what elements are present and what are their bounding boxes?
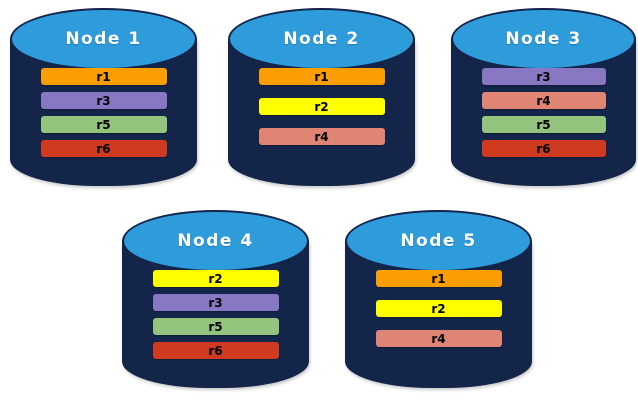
node-title: Node 4 — [177, 230, 254, 251]
database-node-3[interactable]: Node 3 r3 r4 r5 r6 — [451, 8, 636, 186]
record-bar-r5[interactable]: r5 — [481, 116, 606, 133]
record-bar-r1[interactable]: r1 — [40, 68, 167, 85]
cylinder-top-ellipse: Node 3 — [451, 8, 636, 70]
record-list: r1 r3 r5 r6 — [10, 68, 197, 157]
record-bar-r6[interactable]: r6 — [152, 342, 279, 359]
record-bar-r2[interactable]: r2 — [375, 300, 502, 317]
cylinder-top-ellipse: Node 5 — [345, 210, 532, 272]
record-label: r6 — [536, 141, 551, 156]
record-bar-r3[interactable]: r3 — [152, 294, 279, 311]
record-bar-r3[interactable]: r3 — [40, 92, 167, 109]
record-bar-r1[interactable]: r1 — [375, 270, 502, 287]
record-label: r1 — [96, 69, 111, 84]
database-node-1[interactable]: Node 1 r1 r3 r5 r6 — [10, 8, 197, 186]
database-node-5[interactable]: Node 5 r1 r2 r4 — [345, 210, 532, 388]
record-bar-r2[interactable]: r2 — [152, 270, 279, 287]
record-bar-r2[interactable]: r2 — [258, 98, 385, 115]
node-title: Node 5 — [400, 230, 477, 251]
database-node-2[interactable]: Node 2 r1 r2 r4 — [228, 8, 415, 186]
cylinder-body — [122, 241, 309, 388]
record-list: r2 r3 r5 r6 — [122, 270, 309, 359]
record-label: r4 — [431, 331, 446, 346]
record-label: r2 — [208, 271, 223, 286]
record-label: r2 — [314, 99, 329, 114]
record-bar-r4[interactable]: r4 — [375, 330, 502, 347]
record-label: r2 — [431, 301, 446, 316]
record-bar-r5[interactable]: r5 — [40, 116, 167, 133]
record-list: r1 r2 r4 — [345, 270, 532, 347]
record-label: r3 — [208, 295, 223, 310]
node-title: Node 1 — [65, 28, 142, 49]
node-title: Node 3 — [505, 28, 582, 49]
record-bar-r4[interactable]: r4 — [258, 128, 385, 145]
record-label: r1 — [314, 69, 329, 84]
record-bar-r4[interactable]: r4 — [481, 92, 606, 109]
record-bar-r6[interactable]: r6 — [40, 140, 167, 157]
record-list: r1 r2 r4 — [228, 68, 415, 145]
record-bar-r6[interactable]: r6 — [481, 140, 606, 157]
record-list: r3 r4 r5 r6 — [451, 68, 636, 157]
record-bar-r5[interactable]: r5 — [152, 318, 279, 335]
record-label: r1 — [431, 271, 446, 286]
record-label: r4 — [314, 129, 329, 144]
record-bar-r1[interactable]: r1 — [258, 68, 385, 85]
cylinder-top-ellipse: Node 2 — [228, 8, 415, 70]
record-label: r6 — [96, 141, 111, 156]
record-label: r6 — [208, 343, 223, 358]
record-label: r5 — [208, 319, 223, 334]
database-node-4[interactable]: Node 4 r2 r3 r5 r6 — [122, 210, 309, 388]
record-label: r4 — [536, 93, 551, 108]
record-label: r5 — [536, 117, 551, 132]
node-title: Node 2 — [283, 28, 360, 49]
record-label: r3 — [536, 69, 551, 84]
cylinder-top-ellipse: Node 4 — [122, 210, 309, 272]
cylinder-top-ellipse: Node 1 — [10, 8, 197, 70]
record-label: r5 — [96, 117, 111, 132]
record-bar-r3[interactable]: r3 — [481, 68, 606, 85]
record-label: r3 — [96, 93, 111, 108]
